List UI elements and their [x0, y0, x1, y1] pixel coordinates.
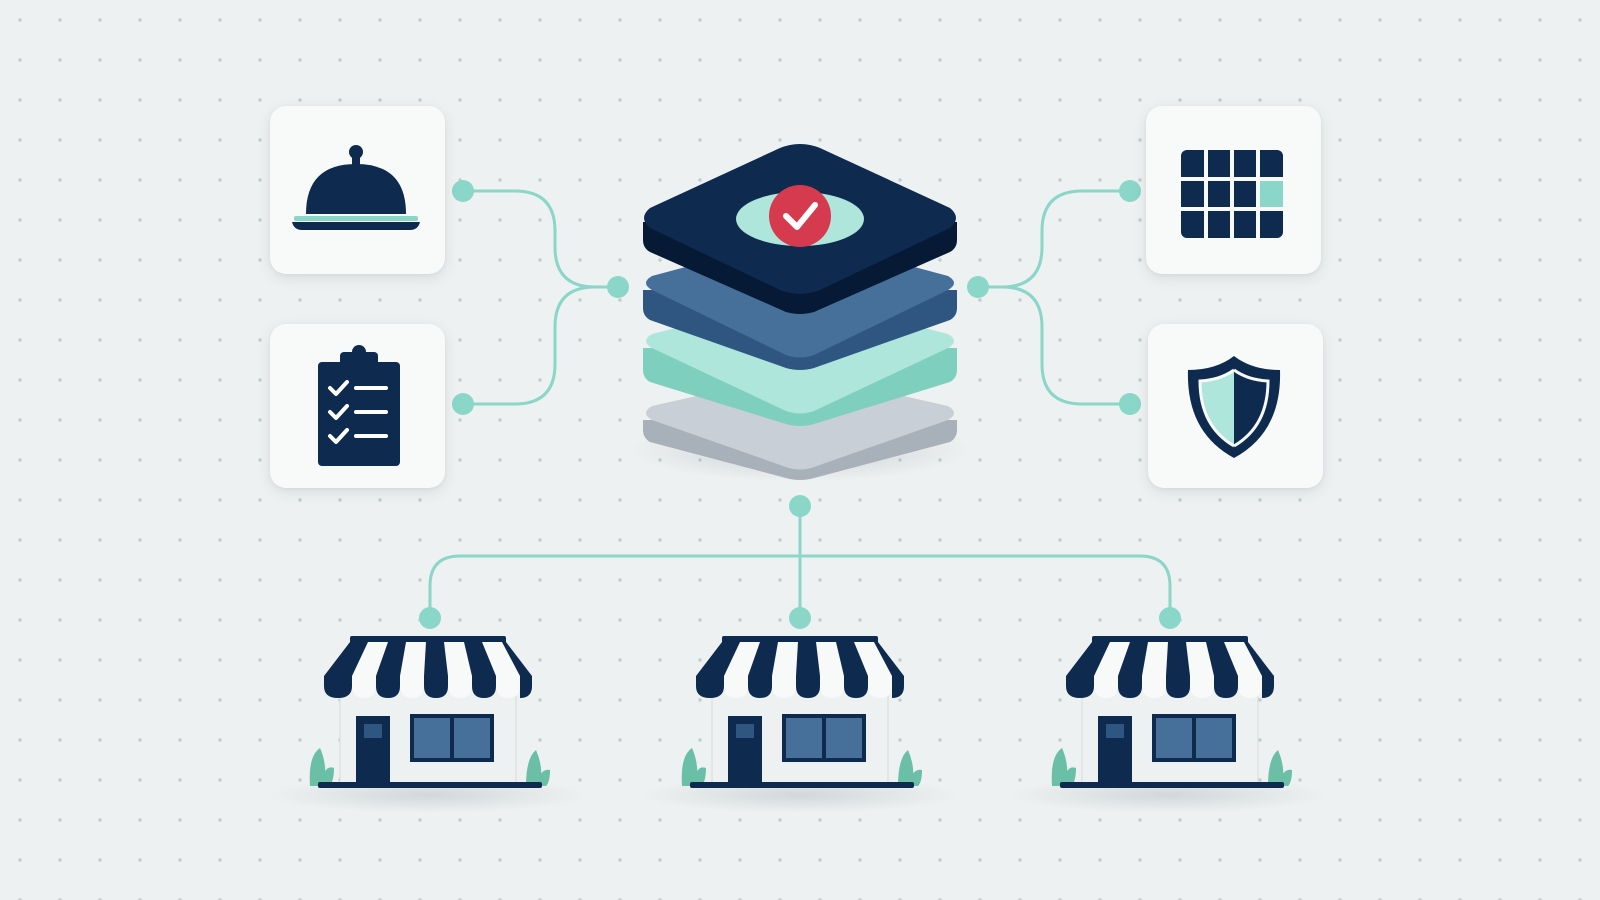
- connector-lines: [428, 189, 1172, 618]
- node-hub-left: [607, 276, 629, 298]
- connector-nodes: [419, 180, 1181, 629]
- node-store-center: [789, 607, 811, 629]
- grid-calendar-icon: [1181, 150, 1283, 238]
- node-checklist: [452, 393, 474, 415]
- storefront-icon: [681, 636, 922, 788]
- plant-icon: [681, 748, 922, 786]
- storefront-center[interactable]: [670, 636, 930, 796]
- storefront-icon: [309, 636, 550, 788]
- node-store-right: [1159, 607, 1181, 629]
- module-card-security[interactable]: [1148, 324, 1323, 488]
- check-badge-icon: [769, 185, 831, 247]
- plant-icon: [309, 748, 550, 786]
- plant-icon: [1051, 748, 1292, 786]
- module-card-menu[interactable]: [270, 106, 445, 274]
- node-hub-right: [967, 276, 989, 298]
- module-card-schedule[interactable]: [1146, 106, 1321, 274]
- node-security: [1119, 393, 1141, 415]
- node-menu: [452, 180, 474, 202]
- cloche-icon: [292, 145, 420, 230]
- storefront-icon: [1051, 636, 1292, 788]
- storefront-left[interactable]: [298, 636, 558, 796]
- hub-layer-top: [643, 144, 957, 314]
- node-store-left: [419, 607, 441, 629]
- module-card-checklist[interactable]: [270, 324, 445, 488]
- node-hub-bottom: [789, 495, 811, 517]
- checkmark-icon: [783, 202, 818, 230]
- node-schedule: [1119, 180, 1141, 202]
- clipboard-checklist-icon: [318, 345, 400, 466]
- shield-icon: [1187, 356, 1281, 458]
- hub-layers-icon: [630, 144, 970, 482]
- storefront-right[interactable]: [1040, 636, 1300, 796]
